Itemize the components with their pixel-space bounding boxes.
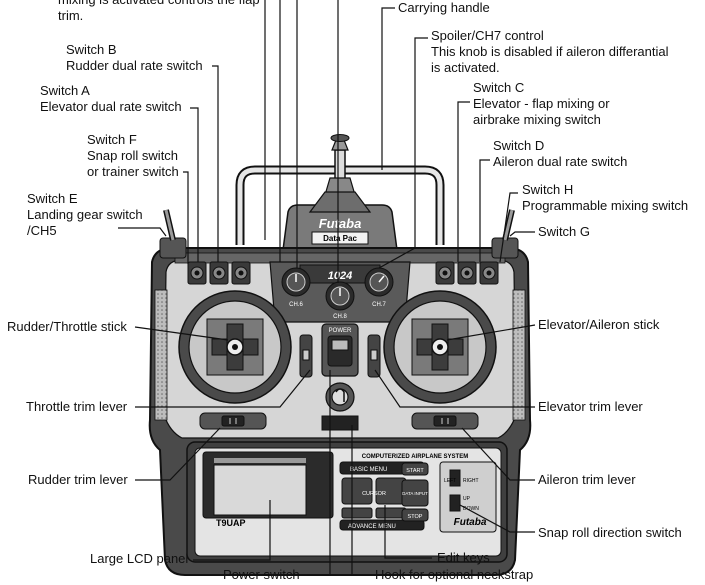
ch7-knob[interactable] [364,267,394,297]
label-edit-keys: Edit keys [437,550,490,565]
label-switch-e: Switch E Landing gear switch /CH5 [27,191,143,238]
snap-down-label: DOWN [463,506,479,512]
label-snap-roll-direction: Snap roll direction switch [538,525,682,540]
switch-c[interactable] [435,261,455,285]
right-stick-gimbal[interactable] [383,290,497,404]
data-input-key[interactable]: DATA INPUT [402,491,428,496]
basic-menu-key[interactable]: BASIC MENU [350,467,387,473]
advance-menu-key[interactable]: ADVANCE MENU [348,524,396,530]
right-vertical-trim[interactable] [367,334,381,378]
left-vertical-trim[interactable] [299,334,313,378]
label-neckstrap-hook: Hook for optional neckstrap [375,567,534,582]
label-carrying-handle: Carrying handle [398,0,490,15]
ch6-label: CH.6 [289,302,303,308]
label-switch-d: Switch D Aileron dual rate switch [493,138,628,169]
left-stick-gimbal[interactable] [178,290,292,404]
aileron-trim-lever-unit[interactable] [411,412,479,430]
ch7-label: CH.7 [372,302,386,308]
model-badge: 1024 [328,270,352,282]
brand-logo-bottom: Futaba [454,517,487,528]
label-spoiler-ch7: Spoiler/CH7 control This knob is disable… [431,28,669,75]
rudder-trim-lever-unit[interactable] [199,412,267,430]
antenna [324,134,356,196]
switch-f[interactable] [187,261,207,285]
label-switch-h: Switch H Programmable mixing switch [522,182,689,213]
snap-roll-direction-switch[interactable]: LEFT RIGHT UP DOWN [439,461,497,533]
snap-up-label: UP [463,496,471,502]
switch-g[interactable] [491,209,519,259]
snap-left-label: LEFT [444,478,456,484]
top-module: Futaba Data Pac [282,191,398,251]
switch-d[interactable] [457,261,477,285]
start-key[interactable]: START [406,468,424,474]
stop-key[interactable]: STOP [408,514,423,520]
label-rudder-throttle-stick: Rudder/Throttle stick [7,319,127,334]
label-rudder-trim: Rudder trim lever [28,472,128,487]
ch8-knob[interactable] [325,281,355,311]
label-switch-b: Switch B Rudder dual rate switch [66,42,203,73]
ch6-knob[interactable] [281,267,311,297]
model-name-label: T9UAP [216,518,246,528]
switch-a[interactable] [209,261,229,285]
edit-keys[interactable]: BASIC MENU CURSOR ADVANCE MENU START DAT… [339,461,429,531]
snap-right-label: RIGHT [463,478,479,484]
switch-b[interactable] [231,261,251,285]
label-aileron-trim: Aileron trim lever [538,472,636,487]
label-switch-f: Switch F Snap roll switch or trainer swi… [87,132,179,179]
switch-e[interactable] [159,209,187,259]
power-label: POWER [329,328,352,334]
label-flap-mixing: mixing is activated controls the flap tr… [58,0,260,23]
label-lcd-panel: Large LCD panel [90,551,189,566]
neckstrap-hook[interactable] [321,382,359,431]
label-switch-g: Switch G [538,224,591,239]
label-power-switch: Power switch [223,567,300,582]
ch8-label: CH.8 [333,314,347,320]
data-pac-label: Data Pac [323,234,357,243]
power-switch[interactable] [321,323,359,377]
label-switch-a: Switch A Elevator dual rate switch [40,83,182,114]
brand-logo-top: Futaba [319,216,362,231]
label-elevator-trim: Elevator trim lever [538,399,643,414]
switch-h[interactable] [479,261,499,285]
lcd-panel [202,451,334,519]
label-throttle-trim: Throttle trim lever [26,399,128,414]
label-elevator-aileron-stick: Elevator/Aileron stick [538,317,660,332]
system-name-label: COMPUTERIZED AIRPLANE SYSTEM [362,454,468,460]
label-switch-c: Switch C Elevator - flap mixing or airbr… [473,80,610,127]
cursor-key[interactable]: CURSOR [362,491,386,497]
leader-lines [118,0,536,576]
